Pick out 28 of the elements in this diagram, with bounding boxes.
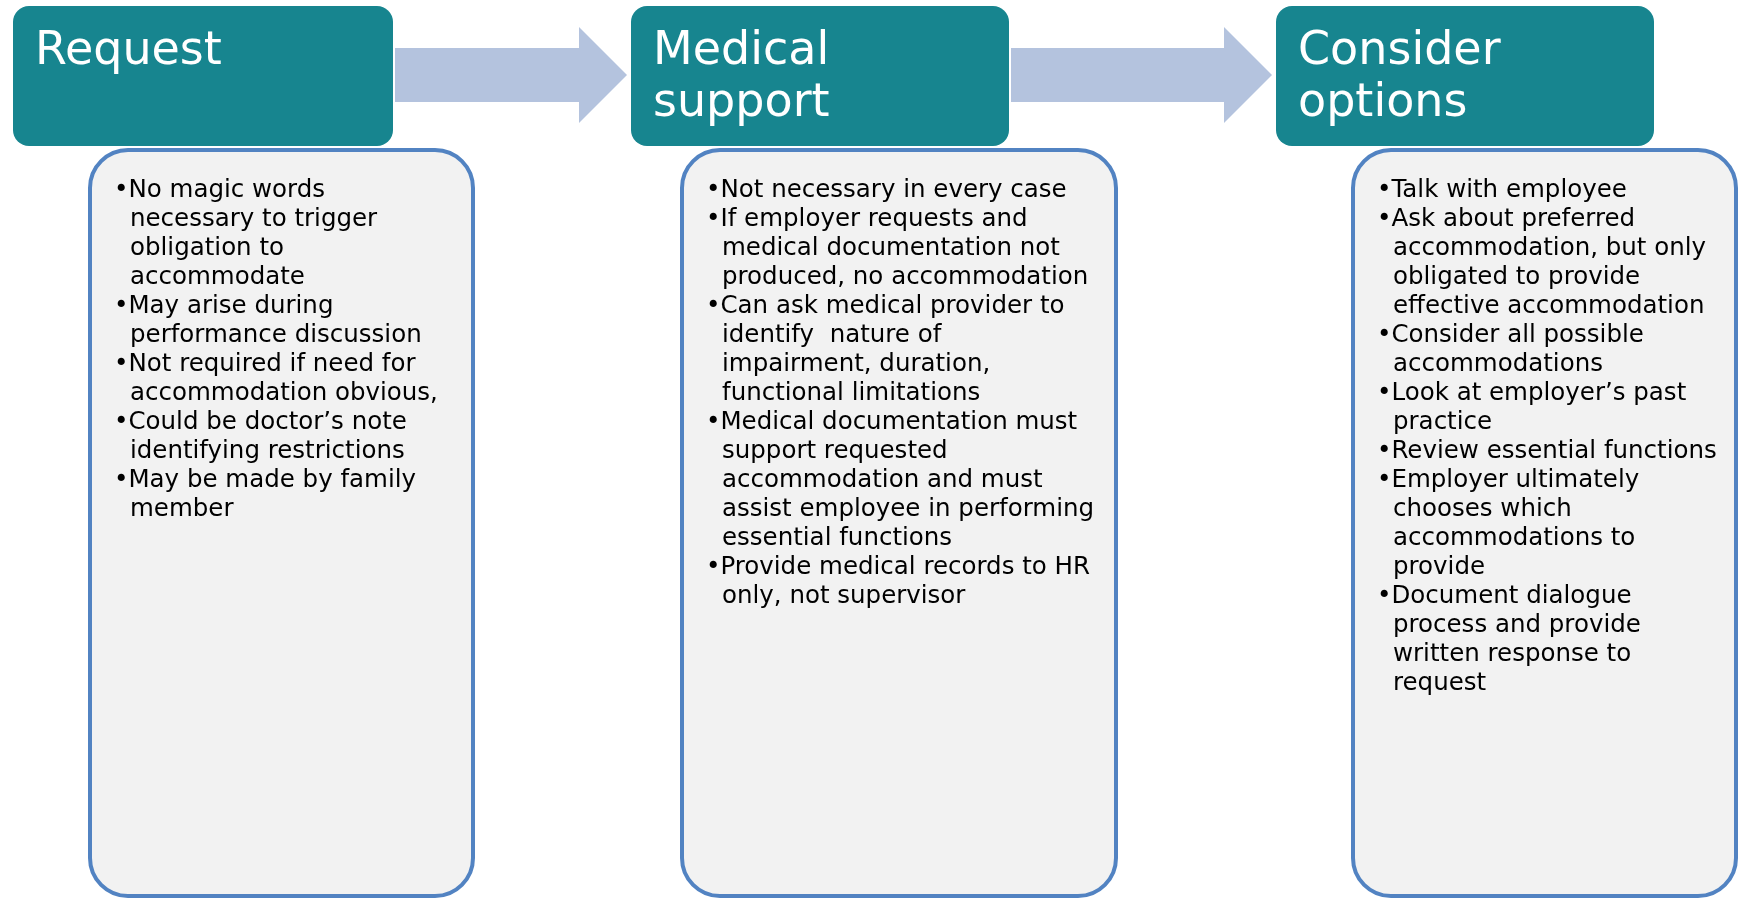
step-header	[13, 6, 393, 146]
block-arrow	[395, 27, 627, 123]
bullet-item: •Can ask medical provider to identify nature of impairment, duration, functional limitations	[706, 290, 1066, 406]
bullet-item: •Medical documentation must support requested accommodation and must assist employee in performing essential functions	[706, 406, 1096, 551]
step-title: Medical support	[653, 22, 831, 126]
bullet-item: •If employer requests and medical documentation not produced, no accommodation	[706, 203, 1090, 290]
bullet-panel	[680, 148, 1118, 898]
bullet-item: •Look at employer’s past practice	[1377, 377, 1688, 435]
bullet-item: •Consider all possible accommodations	[1377, 319, 1645, 377]
step-header	[1276, 6, 1654, 146]
bullet-item: •Ask about preferred accommodation, but only obligated to provide effective accommodation	[1377, 203, 1708, 319]
bullet-item: •Could be doctor’s note identifying restrictions	[114, 406, 408, 464]
bullet-item: •Provide medical records to HR only, not supervisor	[706, 551, 1092, 609]
block-arrow	[1011, 27, 1272, 123]
step-title: Request	[35, 22, 223, 74]
bullet-item: •Talk with employee	[1377, 174, 1628, 203]
bullet-item: •May arise during performance discussion	[114, 290, 423, 348]
bullet-item: •May be made by family member	[114, 464, 418, 522]
bullet-item: •Document dialogue process and provide written response to request	[1377, 580, 1642, 696]
bullet-item: •No magic words necessary to trigger obligation to accommodate	[114, 174, 379, 290]
bullet-panel	[1351, 148, 1738, 898]
step-header	[631, 6, 1009, 146]
bullet-item: •Review essential functions	[1377, 435, 1718, 464]
step-title: Consider options	[1298, 22, 1502, 126]
bullet-item: •Not necessary in every case	[706, 174, 1068, 203]
bullet-panel	[88, 148, 475, 898]
bullet-item: •Employer ultimately chooses which accommodations to provide	[1377, 464, 1641, 580]
bullet-item: •Not required if need for accommodation obvious,	[114, 348, 439, 406]
